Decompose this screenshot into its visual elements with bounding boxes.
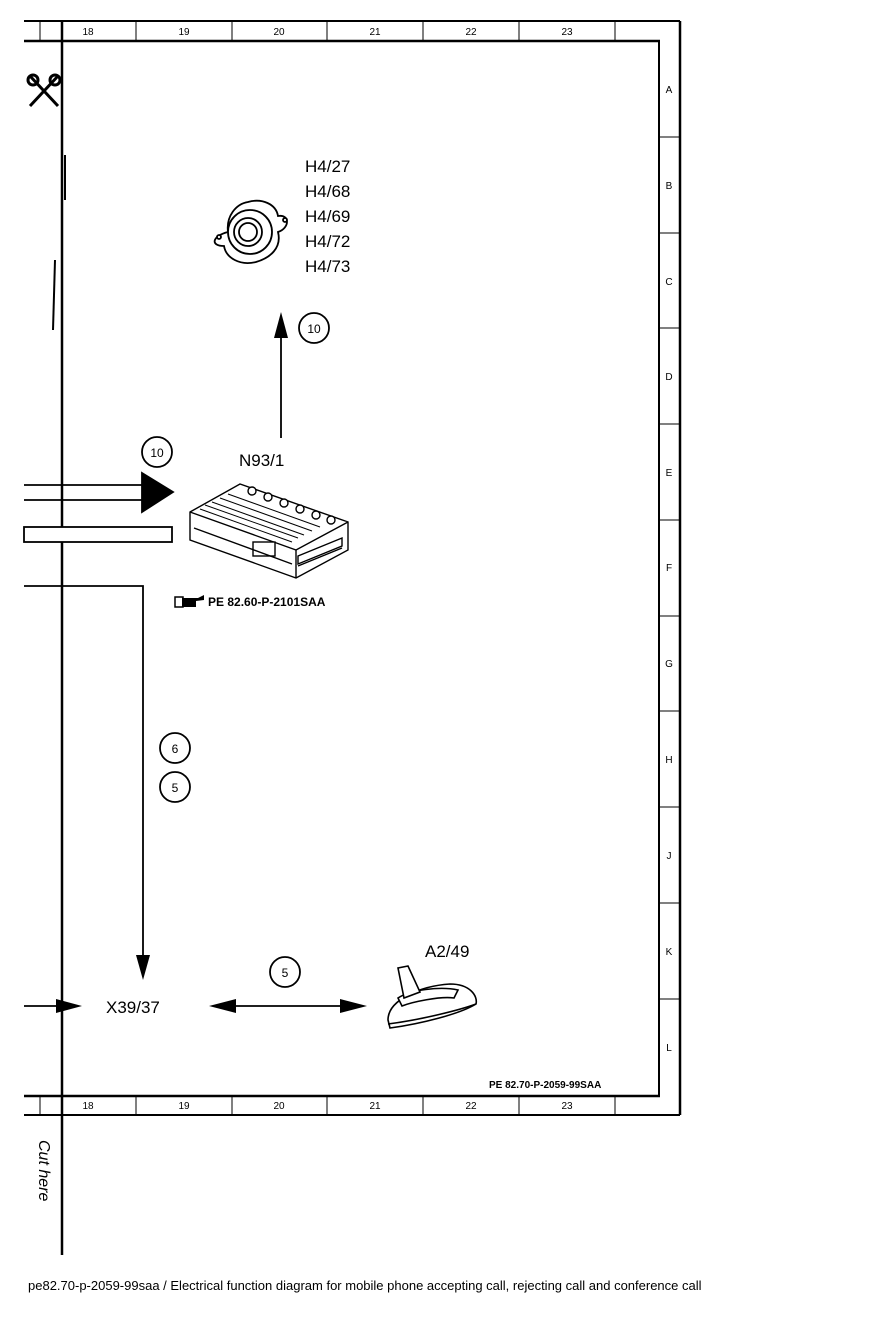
column-label: 18 <box>82 27 94 38</box>
row-labels: A B C D E F G H J K L <box>665 85 673 1054</box>
row-label: K <box>666 947 673 958</box>
column-label: 23 <box>561 1101 573 1112</box>
svg-text:10: 10 <box>150 446 164 460</box>
row-label: G <box>665 659 673 670</box>
connector-label: X39/37 <box>106 998 160 1017</box>
wires-to-control-unit <box>23 471 175 543</box>
roof-antenna-icon <box>387 965 478 1029</box>
speaker-icon <box>213 199 288 264</box>
column-label: 18 <box>82 1101 94 1112</box>
column-label: 21 <box>369 1101 381 1112</box>
row-label: H <box>665 755 672 766</box>
wire-into-connector <box>24 999 82 1013</box>
column-label: 21 <box>369 27 381 38</box>
row-label: J <box>667 851 672 862</box>
row-label: L <box>666 1043 672 1054</box>
row-label: D <box>665 372 672 383</box>
control-unit-connector-icon <box>189 483 349 579</box>
svg-text:5: 5 <box>282 966 289 980</box>
pointing-hand-icon <box>174 595 204 608</box>
circled-number: 10 <box>298 312 330 344</box>
speaker-label: H4/68 <box>305 182 350 201</box>
wire-to-connector <box>24 585 150 980</box>
bidirectional-arrow <box>209 999 367 1013</box>
column-labels-bottom: 18 19 20 21 22 23 <box>82 1101 573 1112</box>
antenna-label: A2/49 <box>425 942 469 961</box>
doc-code: PE 82.70-P-2059-99SAA <box>489 1080 601 1091</box>
column-label: 23 <box>561 27 573 38</box>
speaker-label: H4/69 <box>305 207 350 226</box>
row-label: B <box>666 181 673 192</box>
svg-text:6: 6 <box>172 742 179 756</box>
circled-number: 5 <box>269 956 301 988</box>
row-label: F <box>666 563 672 574</box>
row-label: C <box>665 277 672 288</box>
circled-number: 6 <box>159 732 191 764</box>
row-label: A <box>666 85 673 96</box>
row-label: E <box>666 468 673 479</box>
speaker-labels: H4/27 H4/68 H4/69 H4/72 H4/73 <box>305 157 350 276</box>
scissors-icon <box>26 73 62 108</box>
speaker-label: H4/27 <box>305 157 350 176</box>
arrow-to-speaker <box>274 312 288 438</box>
svg-text:10: 10 <box>307 322 321 336</box>
cut-here-text: Cut here <box>35 1140 52 1201</box>
column-label: 22 <box>465 1101 477 1112</box>
circled-number: 5 <box>159 771 191 803</box>
figure-caption: pe82.70-p-2059-99saa / Electrical functi… <box>28 1278 702 1293</box>
column-label: 20 <box>273 1101 285 1112</box>
control-unit-label: N93/1 <box>239 451 284 470</box>
speaker-label: H4/72 <box>305 232 350 251</box>
speaker-label: H4/73 <box>305 257 350 276</box>
frame <box>24 20 682 1255</box>
reference-text: PE 82.60-P-2101SAA <box>208 595 326 609</box>
column-labels-top: 18 19 20 21 22 23 <box>82 27 573 38</box>
column-label: 19 <box>178 1101 190 1112</box>
margin-mark <box>52 259 56 331</box>
cut-here-label: Cut here <box>31 1140 61 1220</box>
circled-number: 10 <box>141 436 173 468</box>
column-label: 20 <box>273 27 285 38</box>
column-label: 19 <box>178 27 190 38</box>
column-label: 22 <box>465 27 477 38</box>
svg-text:5: 5 <box>172 781 179 795</box>
